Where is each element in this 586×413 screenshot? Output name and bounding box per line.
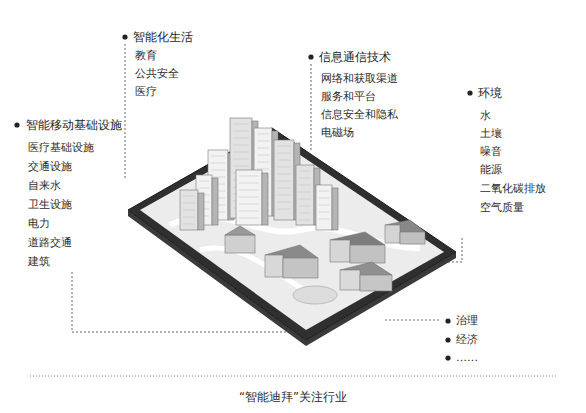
tower [316, 185, 332, 230]
tower-side [212, 178, 218, 225]
category-heading: 环境 [478, 86, 502, 100]
category-item: 交通设施 [28, 160, 72, 174]
category-item: 经济 [456, 333, 478, 347]
category-item: 公共安全 [135, 67, 179, 81]
window-row [257, 148, 269, 149]
window-row [233, 159, 249, 160]
category-item: 卫生设施 [28, 198, 72, 212]
category-heading: 智能移动基础设施 [26, 118, 122, 132]
window-row [319, 205, 329, 206]
window-row [183, 210, 195, 211]
window-row [239, 183, 259, 184]
tower [296, 165, 314, 225]
window-row [299, 220, 311, 221]
figure-caption: “智能迪拜”关注行业 [239, 390, 347, 404]
window-row [257, 134, 269, 135]
window-row [277, 202, 291, 203]
window-row [277, 153, 291, 154]
window-row [299, 199, 311, 200]
window-row [239, 211, 259, 212]
window-row [299, 213, 311, 214]
category-item: 二氧化碳排放 [480, 182, 546, 196]
category-item: 能源 [480, 163, 502, 177]
window-row [277, 146, 291, 147]
window-row [257, 169, 269, 170]
city-buildings [180, 118, 338, 230]
window-row [277, 160, 291, 161]
window-row [299, 171, 311, 172]
window-row [183, 224, 195, 225]
window-row [211, 170, 225, 171]
tower [180, 190, 198, 230]
window-row [233, 152, 249, 153]
category-item: 教育 [135, 49, 157, 63]
window-row [319, 219, 329, 220]
window-row [299, 178, 311, 179]
window-row [319, 212, 329, 213]
tower [274, 140, 294, 220]
category-item: …… [456, 351, 478, 365]
window-row [277, 174, 291, 175]
window-row [233, 138, 249, 139]
window-row [183, 196, 195, 197]
category-item: 医疗基础设施 [28, 141, 94, 155]
category-item: 电磁场 [321, 126, 354, 140]
window-row [239, 197, 259, 198]
window-row [199, 188, 209, 189]
tower-side [332, 188, 338, 230]
bullet-dots [14, 34, 472, 360]
category-item: 服务和平台 [321, 90, 376, 104]
category-item: 网络和获取渠道 [321, 72, 398, 86]
tower-side [198, 193, 204, 230]
window-row [211, 163, 225, 164]
category-item: 电力 [28, 217, 50, 231]
window-row [211, 156, 225, 157]
category-item: 医疗 [135, 85, 157, 99]
window-row [299, 192, 311, 193]
window-row [257, 162, 269, 163]
category-item: 自来水 [28, 179, 61, 193]
window-row [299, 206, 311, 207]
tower-side [262, 173, 268, 225]
window-row [277, 188, 291, 189]
category-item: 治理 [456, 314, 478, 328]
window-row [239, 190, 259, 191]
category-item: 道路交通 [28, 236, 72, 250]
window-row [183, 217, 195, 218]
window-row [233, 131, 249, 132]
window-row [257, 155, 269, 156]
window-row [319, 191, 329, 192]
window-row [199, 181, 209, 182]
category-item: 噪音 [480, 145, 502, 159]
window-row [183, 203, 195, 204]
category-item: 水 [480, 109, 491, 123]
window-row [239, 176, 259, 177]
window-row [319, 198, 329, 199]
window-row [299, 185, 311, 186]
window-row [233, 166, 249, 167]
separator-line [30, 376, 556, 377]
window-row [277, 181, 291, 182]
window-row [277, 195, 291, 196]
window-row [257, 141, 269, 142]
window-row [211, 177, 225, 178]
low-houses [225, 220, 425, 291]
window-row [233, 124, 249, 125]
category-item: 空气质量 [480, 201, 524, 215]
phone-illustration [128, 128, 456, 346]
category-heading: 智能化生活 [133, 30, 193, 44]
window-row [233, 145, 249, 146]
category-item: 建筑 [28, 255, 50, 269]
window-row [239, 204, 259, 205]
category-item: 土壤 [480, 127, 502, 141]
window-row [277, 209, 291, 210]
category-heading: 信息通信技术 [319, 50, 391, 64]
category-item: 信息安全和隐私 [321, 108, 398, 122]
window-row [277, 167, 291, 168]
tower [236, 170, 262, 225]
window-row [239, 218, 259, 219]
